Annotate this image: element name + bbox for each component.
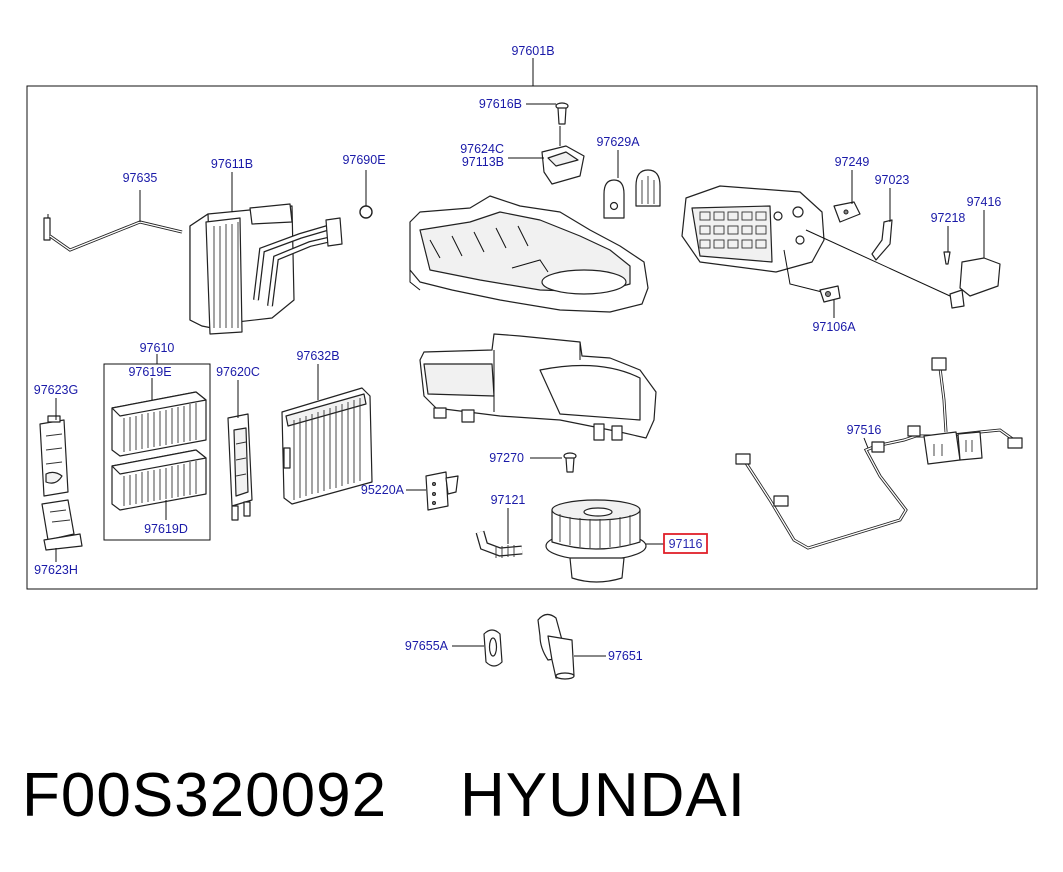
part-97616b-screw[interactable] xyxy=(555,102,569,125)
label-97619e[interactable]: 97619E xyxy=(128,365,171,379)
label-97516[interactable]: 97516 xyxy=(847,423,882,437)
part-97270-screw[interactable] xyxy=(563,452,577,473)
part-97619d-filter[interactable] xyxy=(111,449,207,511)
part-lower-case[interactable] xyxy=(419,333,657,441)
part-97249-bracket[interactable] xyxy=(833,201,861,223)
part-door-housing[interactable] xyxy=(681,185,825,273)
label-97619d[interactable]: 97619D xyxy=(144,522,188,536)
label-97629a[interactable]: 97629A xyxy=(596,135,640,149)
label-97623h[interactable]: 97623H xyxy=(34,563,78,577)
label-97624c[interactable]: 97624C xyxy=(460,142,504,156)
label-97106a[interactable]: 97106A xyxy=(812,320,856,334)
label-97632b[interactable]: 97632B xyxy=(296,349,339,363)
part-95220a-bracket[interactable] xyxy=(425,471,459,511)
label-97620c[interactable]: 97620C xyxy=(216,365,260,379)
label-97623g[interactable]: 97623G xyxy=(34,383,78,397)
assembly-frame xyxy=(26,85,1038,590)
part-number-caption: F00S320092 HYUNDAI xyxy=(22,761,747,830)
label-97116[interactable]: 97116 xyxy=(669,537,703,551)
label-95220a[interactable]: 95220A xyxy=(361,483,405,497)
highlight-box-97116 xyxy=(663,533,708,554)
label-97611b[interactable]: 97611B xyxy=(211,157,253,171)
label-97601b[interactable]: 97601B xyxy=(511,44,554,58)
label-97655a[interactable]: 97655A xyxy=(405,639,449,653)
part-97632b-filter[interactable] xyxy=(281,387,373,505)
part-97516-harness[interactable] xyxy=(735,357,1023,550)
label-97218[interactable]: 97218 xyxy=(931,211,966,225)
part-97121-hose[interactable] xyxy=(475,530,523,558)
label-97249[interactable]: 97249 xyxy=(835,155,870,169)
part-97623h-cover[interactable] xyxy=(41,499,83,551)
part-upper-case[interactable] xyxy=(409,195,649,313)
part-97218-screw[interactable] xyxy=(943,251,951,265)
part-97623g-cover[interactable] xyxy=(39,415,69,497)
label-97651[interactable]: 97651 xyxy=(608,649,643,663)
label-97416[interactable]: 97416 xyxy=(967,195,1002,209)
part-97620c-cover[interactable] xyxy=(227,413,253,521)
label-97610[interactable]: 97610 xyxy=(140,341,175,355)
label-97616b[interactable]: 97616B xyxy=(479,97,522,111)
label-97023[interactable]: 97023 xyxy=(875,173,910,187)
part-97611b-evaporator[interactable] xyxy=(189,203,343,335)
part-97651-drain[interactable] xyxy=(537,613,575,680)
label-97270[interactable]: 97270 xyxy=(489,451,524,465)
part-97106a-clip[interactable] xyxy=(819,285,841,303)
part-97619e-filter[interactable] xyxy=(111,391,207,457)
label-97121[interactable]: 97121 xyxy=(491,493,526,507)
part-97023-lever[interactable] xyxy=(871,219,893,261)
part-97655a-grommet[interactable] xyxy=(483,629,503,667)
label-97113b[interactable]: 97113B xyxy=(462,155,504,169)
part-97635-tube[interactable] xyxy=(43,214,183,252)
label-97635[interactable]: 97635 xyxy=(123,171,158,185)
part-97624c-resistor[interactable] xyxy=(541,126,585,185)
part-97629a-clips[interactable] xyxy=(603,169,661,219)
part-97416-actuator[interactable] xyxy=(949,257,1001,309)
label-97690e[interactable]: 97690E xyxy=(342,153,385,167)
part-97690e-oring[interactable] xyxy=(359,205,373,219)
part-97116-blower-motor[interactable] xyxy=(545,499,647,583)
